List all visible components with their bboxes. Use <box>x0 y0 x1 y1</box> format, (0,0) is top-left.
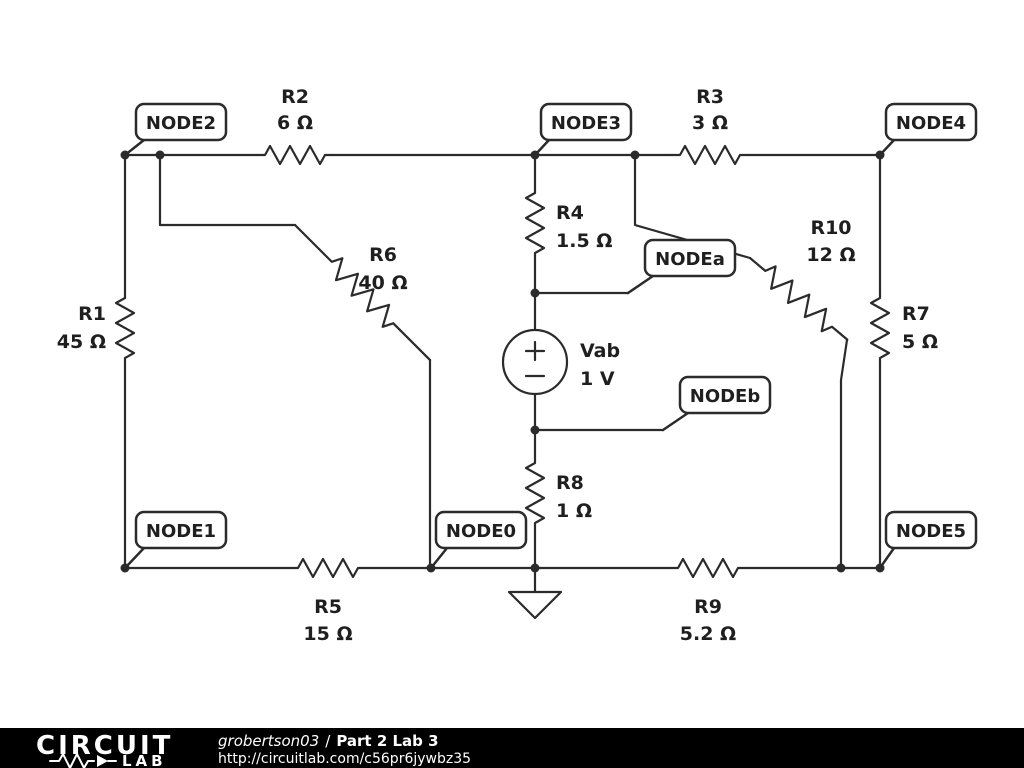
node-flag-node5[interactable]: NODE5 <box>878 510 978 570</box>
flag-tail <box>878 138 896 157</box>
resistor-R4[interactable]: R4 1.5 Ω <box>524 183 612 263</box>
resistor-R3-body[interactable] <box>670 144 750 166</box>
node-flag-node0[interactable]: NODE0 <box>429 510 528 570</box>
resistor-R9[interactable]: R9 5.2 Ω <box>668 557 748 645</box>
flag-tail <box>878 546 896 570</box>
junction-dot <box>530 563 540 573</box>
footer-username: grobertson03 <box>218 732 319 750</box>
flag-tail <box>533 138 551 157</box>
flag-box[interactable] <box>134 510 228 550</box>
resistor-R3[interactable]: R3 3 Ω <box>670 86 750 166</box>
resistor-R10-name: R10 <box>810 217 851 239</box>
wire-r6-branch <box>158 153 432 570</box>
flag-tail <box>429 546 449 570</box>
junction-dot <box>836 563 846 573</box>
node-label: NODEa <box>655 249 725 270</box>
flag-tail <box>661 411 690 432</box>
resistor-R4-body[interactable] <box>524 183 546 263</box>
footer-url[interactable]: http://circuitlab.com/c56pr6jywbz35 <box>218 751 471 767</box>
flag-box[interactable] <box>884 510 978 550</box>
resistor-R1-name: R1 <box>78 303 106 325</box>
flag-box[interactable] <box>643 238 737 278</box>
voltage-source-value: 1 V <box>580 368 615 390</box>
ground-triangle-icon <box>507 590 563 620</box>
resistor-R6-value: 40 Ω <box>358 272 407 294</box>
brand-wordmark-top: CIRCUIT <box>36 731 173 761</box>
resistor-R9-value: 5.2 Ω <box>680 623 736 645</box>
resistor-R1-body[interactable] <box>114 288 136 368</box>
junction-dot <box>530 288 540 298</box>
resistor-R6-name: R6 <box>369 244 397 266</box>
resistor-R1-value: 45 Ω <box>57 331 106 353</box>
flag-box[interactable] <box>678 375 772 415</box>
resistor-R3-value: 3 Ω <box>692 112 728 134</box>
resistor-R2[interactable]: R2 6 Ω <box>255 86 335 166</box>
footer-bar: CIRCUIT LAB grobertson03 / Part 2 Lab 3 ht… <box>0 728 1024 768</box>
junction-dot <box>630 150 640 160</box>
node-label: NODE1 <box>146 521 216 542</box>
junction-dot <box>530 425 540 435</box>
node-label: NODE2 <box>146 113 216 134</box>
resistor-waveform-icon <box>49 753 95 768</box>
node-flag-node3[interactable]: NODE3 <box>533 102 633 157</box>
node-label: NODE4 <box>896 113 966 134</box>
resistor-R10-value: 12 Ω <box>806 244 855 266</box>
flag-box[interactable] <box>134 102 228 142</box>
resistor-R2-name: R2 <box>281 86 309 108</box>
voltage-source-body[interactable] <box>501 328 569 396</box>
circuitlab-logo: CIRCUIT LAB <box>36 731 173 768</box>
resistor-R5[interactable]: R5 15 Ω <box>288 557 368 645</box>
node-flag-nodeb[interactable]: NODEb <box>661 375 772 432</box>
flag-tail <box>626 274 655 295</box>
resistor-R5-value: 15 Ω <box>303 623 352 645</box>
resistor-R7-name: R7 <box>902 303 930 325</box>
flag-box[interactable] <box>884 102 978 142</box>
footer-circuit-title: Part 2 Lab 3 <box>336 732 438 750</box>
footer-attribution: grobertson03 / Part 2 Lab 3 <box>218 732 439 750</box>
junction-dot <box>155 150 165 160</box>
resistor-R8-name: R8 <box>556 472 584 494</box>
resistor-R8-body[interactable] <box>524 453 546 533</box>
resistor-R8-value: 1 Ω <box>556 500 592 522</box>
plus-icon <box>524 340 546 362</box>
ground-symbol[interactable] <box>507 566 563 620</box>
brand-wordmark-bottom: LAB <box>122 752 167 768</box>
resistor-R7-value: 5 Ω <box>902 331 938 353</box>
resistor-R4-value: 1.5 Ω <box>556 230 612 252</box>
resistor-R5-name: R5 <box>314 596 342 618</box>
node-flag-node1[interactable]: NODE1 <box>123 510 228 570</box>
node-label: NODEb <box>690 386 761 407</box>
arrow-icon <box>97 755 108 767</box>
resistor-R2-body[interactable] <box>255 144 335 166</box>
resistor-R10-body[interactable] <box>744 250 854 347</box>
node-label: NODE5 <box>896 521 966 542</box>
node-label: NODE0 <box>446 521 516 542</box>
resistor-R5-body[interactable] <box>288 557 368 579</box>
flag-tail <box>123 138 146 157</box>
resistor-R4-name: R4 <box>556 202 584 224</box>
resistor-R9-body[interactable] <box>668 557 748 579</box>
node-flag-node4[interactable]: NODE4 <box>878 102 978 157</box>
footer-background <box>0 728 1024 768</box>
flag-tail <box>123 546 146 570</box>
resistor-R7-body[interactable] <box>869 288 891 368</box>
resistor-R10[interactable]: R10 12 Ω <box>744 217 856 347</box>
flag-box[interactable] <box>539 102 633 142</box>
voltage-source-name: Vab <box>580 340 620 362</box>
node-flag-node2[interactable]: NODE2 <box>123 102 228 157</box>
flag-box[interactable] <box>434 510 528 550</box>
resistor-R6-body[interactable] <box>288 218 437 367</box>
resistor-R6[interactable]: R6 40 Ω <box>288 218 437 367</box>
resistor-R3-name: R3 <box>696 86 724 108</box>
resistor-R8[interactable]: R8 1 Ω <box>524 453 592 533</box>
node-flag-nodea[interactable]: NODEa <box>626 238 737 295</box>
resistor-R1[interactable]: R1 45 Ω <box>57 288 136 368</box>
resistor-R9-name: R9 <box>694 596 722 618</box>
resistor-R7[interactable]: R7 5 Ω <box>869 288 938 368</box>
node-label: NODE3 <box>551 113 621 134</box>
footer-separator: / <box>325 732 331 750</box>
voltage-source-Vab[interactable]: Vab 1 V <box>501 328 620 396</box>
resistor-R2-value: 6 Ω <box>277 112 313 134</box>
